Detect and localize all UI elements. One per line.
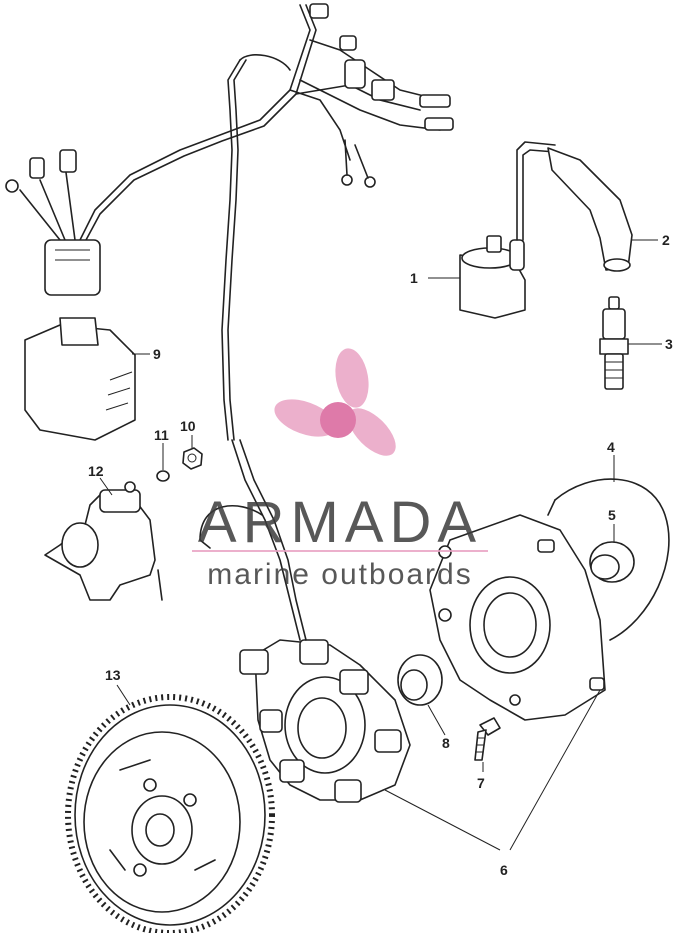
propeller-icon (274, 348, 396, 456)
part-label-8: 8 (442, 735, 450, 751)
part-label-7: 7 (477, 775, 485, 791)
flywheel (65, 694, 275, 933)
armada-logo: ARMADA marine outboards (192, 348, 488, 591)
part-label-10: 10 (180, 418, 196, 434)
spark-plug (599, 296, 629, 390)
oil-seal-5 (589, 541, 635, 583)
part-label-1: 1 (410, 270, 418, 286)
watermark-brand: ARMADA (198, 490, 482, 555)
oil-seal-8 (397, 654, 443, 706)
starter-solenoid (44, 481, 163, 601)
part-label-2: 2 (662, 232, 670, 248)
part-label-5: 5 (608, 507, 616, 523)
watermark-tagline: marine outboards (207, 558, 472, 591)
gasket-ring (547, 478, 670, 641)
part-label-11: 11 (154, 427, 169, 443)
part-label-4: 4 (607, 439, 615, 455)
part-label-6: 6 (500, 862, 508, 878)
part-label-3: 3 (665, 336, 673, 352)
part-labels: 1 2 3 4 5 6 7 8 9 10 11 12 13 (88, 232, 673, 878)
screw-bolt (474, 717, 501, 761)
stator-coil-assembly (199, 439, 411, 803)
spark-plug-cap (547, 147, 633, 272)
stator-base-plate (429, 514, 606, 721)
ignition-coil (459, 141, 556, 319)
wiring-harness (5, 3, 454, 441)
leader-lines (99, 239, 662, 851)
nut-and-washer (156, 447, 203, 482)
part-label-12: 12 (88, 463, 104, 479)
part-label-9: 9 (153, 346, 161, 362)
part-label-13: 13 (105, 667, 121, 683)
rectifier-module (24, 317, 136, 441)
